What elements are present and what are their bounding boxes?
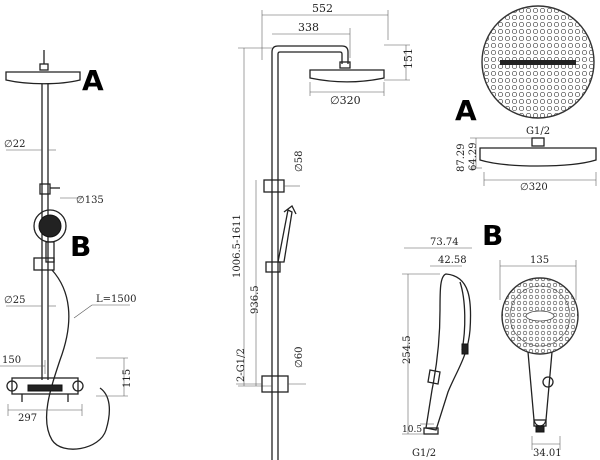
label-a-detail: A — [455, 94, 477, 127]
dim-hand-depth-b: 42.58 — [438, 255, 467, 266]
label-a-main: A — [82, 64, 104, 97]
dim-hand-width: 135 — [530, 255, 549, 266]
head-detail — [470, 5, 597, 186]
dim-height-fixed: 936.5 — [250, 285, 261, 314]
label-b-main: B — [70, 230, 91, 263]
dim-lower-pipe-dia: ∅60 — [294, 347, 305, 368]
dim-hand-tip: 10.5 — [402, 425, 422, 435]
hand-detail — [402, 247, 579, 450]
side-view — [236, 10, 410, 460]
dim-rod-dia: ∅22 — [4, 139, 25, 150]
dim-mixer-width: 150 — [2, 355, 21, 366]
dim-mixer-span: 297 — [18, 413, 37, 424]
dim-pipe-dia: ∅25 — [4, 295, 25, 306]
dim-hand-thread: G1/2 — [412, 448, 436, 459]
dim-head-height: 151 — [402, 48, 415, 69]
dim-head-dia: ∅320 — [330, 94, 361, 107]
dim-hose-length: L=1500 — [96, 294, 136, 305]
dim-arm-reach: 338 — [298, 21, 319, 34]
dim-hand-length: 254.5 — [402, 335, 413, 364]
dim-head-thickness-b: 64.29 — [468, 142, 479, 171]
dim-mixer-height: 115 — [122, 369, 133, 388]
dim-head-thickness-a: 87.29 — [456, 143, 467, 172]
label-b-detail: B — [482, 219, 503, 252]
dim-height-range: 1006.5-1611 — [232, 214, 243, 278]
dim-hand-neck: 34.01 — [533, 448, 562, 459]
front-view — [0, 50, 130, 450]
dim-handshower-dia: ∅135 — [76, 195, 104, 206]
dim-inlet-thread: 2-G1/2 — [236, 348, 247, 382]
dim-upper-pipe-dia: ∅58 — [294, 151, 305, 172]
dim-arm-total: 552 — [312, 2, 333, 15]
dim-head-connection: G1/2 — [526, 126, 550, 137]
dim-hand-depth-a: 73.74 — [430, 237, 459, 248]
dim-head-detail-dia: ∅320 — [520, 182, 548, 193]
